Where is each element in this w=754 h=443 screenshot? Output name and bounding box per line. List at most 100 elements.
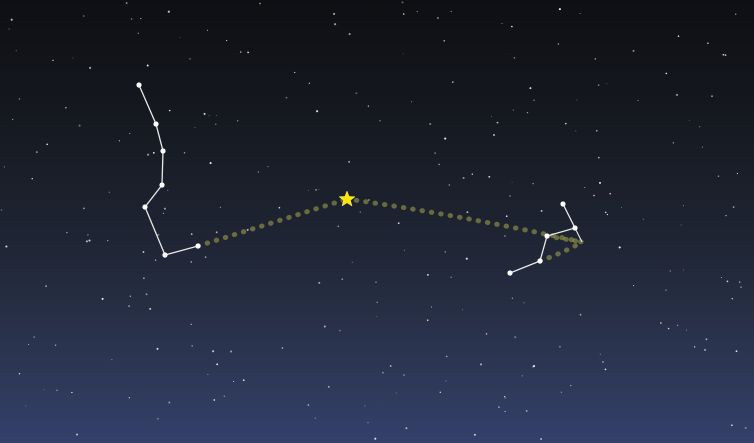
background-star	[680, 224, 682, 226]
background-star	[512, 109, 514, 111]
background-star	[738, 281, 741, 283]
background-star	[450, 276, 452, 279]
background-star	[711, 95, 713, 97]
background-star	[496, 121, 499, 124]
background-star	[485, 333, 488, 335]
background-star	[525, 409, 528, 412]
background-star	[167, 189, 169, 191]
background-star	[348, 33, 351, 36]
background-star	[341, 278, 344, 281]
background-star	[140, 18, 142, 20]
background-star	[101, 297, 104, 300]
background-star	[416, 10, 418, 13]
background-star	[137, 32, 139, 34]
background-star	[498, 406, 500, 408]
background-star	[374, 437, 377, 440]
background-star	[204, 256, 207, 258]
background-star	[511, 181, 513, 183]
background-star	[735, 350, 738, 353]
background-star	[557, 43, 560, 45]
guide-path	[195, 196, 585, 264]
background-star	[721, 277, 723, 279]
constellation-star	[507, 270, 513, 276]
background-star	[509, 195, 511, 197]
background-star	[597, 84, 600, 86]
background-star	[338, 329, 341, 332]
background-star	[43, 389, 45, 390]
background-star	[209, 162, 212, 165]
background-star	[367, 105, 370, 107]
background-star	[45, 285, 47, 287]
background-star	[215, 123, 217, 125]
background-star	[247, 51, 249, 54]
constellation-star	[572, 225, 578, 231]
background-star	[693, 346, 696, 348]
background-star	[701, 146, 703, 148]
background-star	[448, 184, 451, 186]
background-star	[194, 127, 196, 129]
background-star	[564, 122, 567, 125]
background-star	[504, 235, 506, 237]
background-star	[445, 355, 448, 358]
background-star	[466, 211, 469, 214]
background-star	[154, 259, 157, 261]
background-star	[225, 39, 228, 42]
constellation-star	[162, 252, 168, 258]
background-star	[444, 137, 447, 140]
background-star	[560, 391, 563, 393]
background-star	[88, 239, 91, 242]
background-star	[667, 327, 670, 330]
constellation-right	[507, 201, 583, 276]
background-star	[381, 371, 384, 374]
background-star	[327, 385, 330, 388]
constellation-star	[136, 82, 142, 88]
background-star	[501, 22, 503, 25]
background-star	[25, 405, 27, 407]
background-star	[145, 293, 148, 296]
background-star	[359, 211, 361, 213]
background-star	[504, 395, 506, 398]
background-star	[521, 375, 523, 377]
background-star	[118, 140, 121, 142]
background-star	[142, 251, 145, 253]
background-star	[740, 286, 742, 288]
background-star	[450, 10, 452, 13]
background-star	[191, 344, 194, 347]
background-star	[523, 302, 525, 304]
background-star	[505, 215, 508, 218]
background-star	[621, 207, 623, 208]
constellation-left	[136, 82, 201, 258]
background-star	[439, 391, 441, 393]
background-star	[28, 344, 30, 345]
background-star	[427, 274, 429, 276]
background-star	[744, 426, 747, 429]
background-star	[108, 191, 111, 194]
background-star	[82, 207, 85, 210]
background-star	[431, 306, 432, 308]
constellation-star	[195, 243, 201, 249]
background-star	[190, 261, 193, 263]
background-star	[532, 183, 534, 185]
background-star	[179, 36, 181, 38]
background-star	[212, 350, 215, 353]
background-star	[473, 433, 476, 436]
background-star	[579, 313, 582, 316]
background-star	[239, 51, 242, 53]
background-star	[107, 239, 109, 242]
background-star	[402, 53, 404, 55]
background-star	[85, 240, 88, 243]
background-star	[294, 71, 296, 74]
background-star	[307, 404, 310, 406]
background-star	[403, 249, 405, 251]
background-star	[128, 397, 130, 399]
background-star	[699, 126, 701, 128]
background-star	[355, 92, 358, 95]
background-star	[511, 25, 513, 28]
background-star	[316, 110, 319, 113]
background-star	[604, 368, 607, 371]
background-star	[558, 345, 561, 348]
background-star	[18, 373, 21, 375]
